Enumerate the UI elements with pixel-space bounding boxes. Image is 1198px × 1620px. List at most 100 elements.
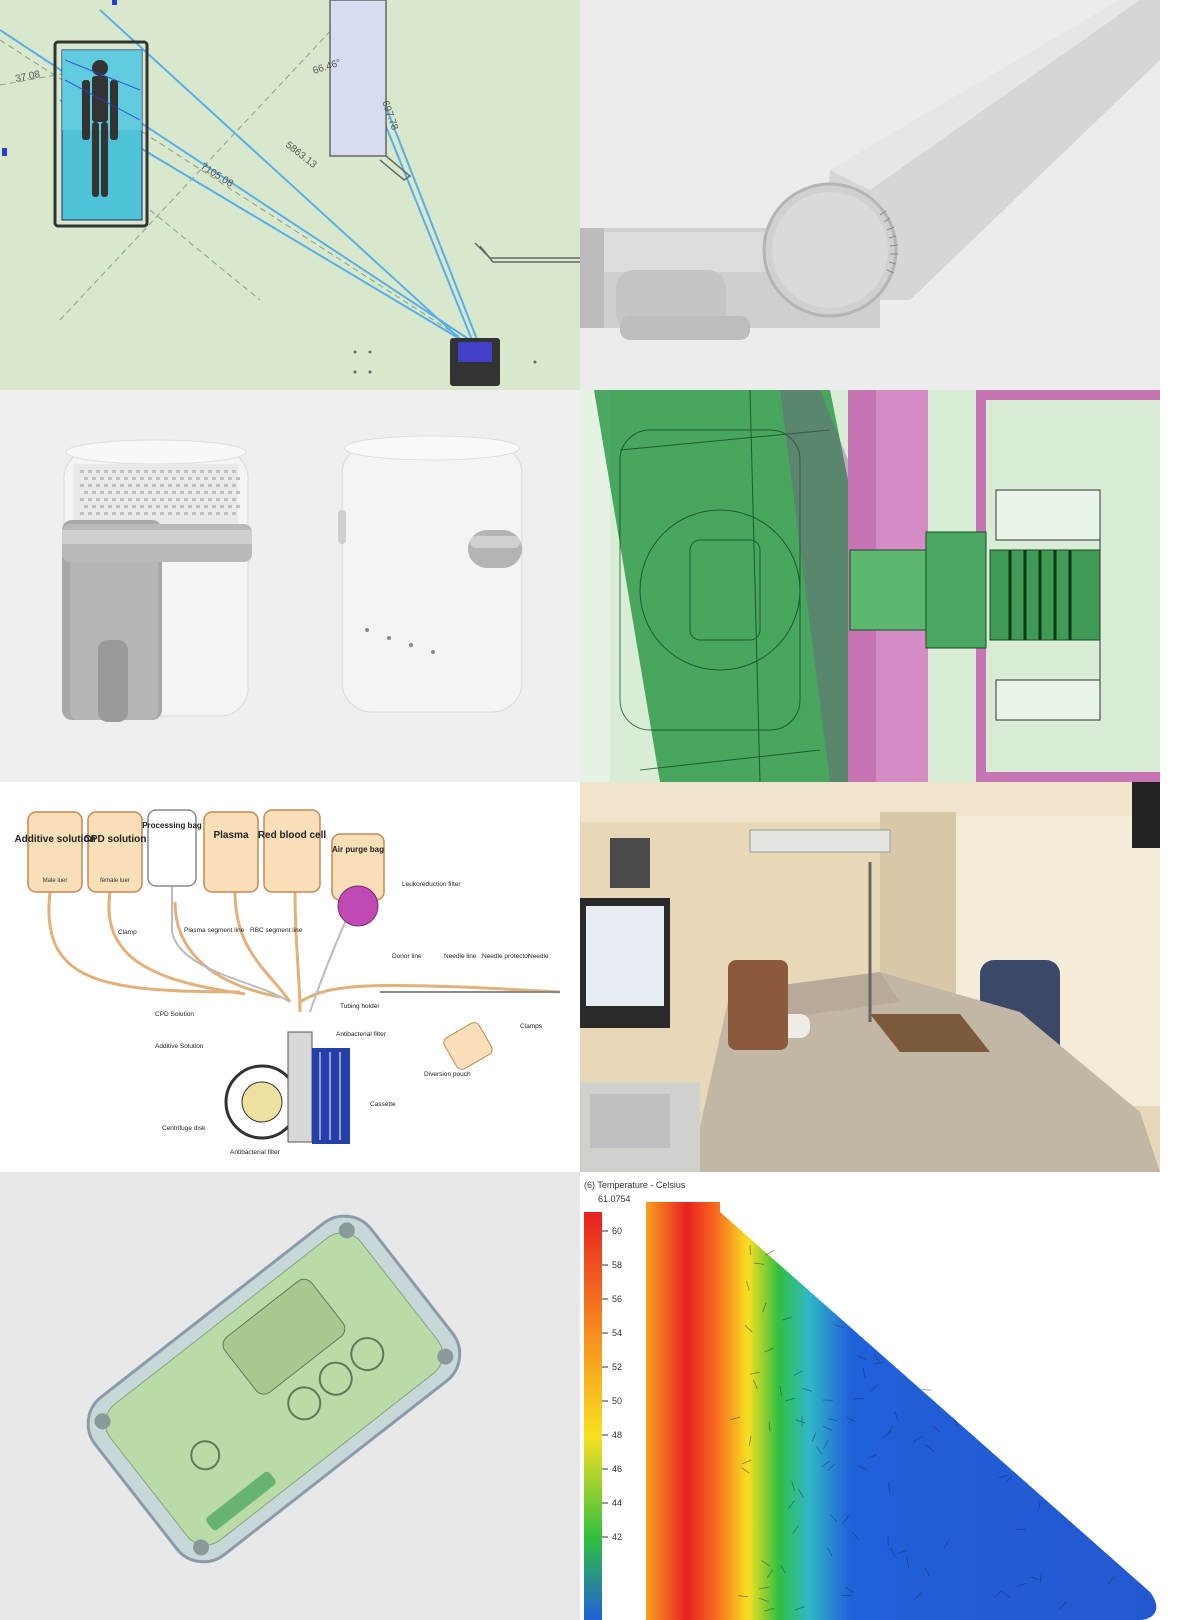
grille-hole xyxy=(152,512,156,515)
flow-vector xyxy=(852,1532,860,1541)
thermal-tick-label: 48 xyxy=(612,1430,622,1440)
grille-hole xyxy=(236,491,240,494)
flow-vector xyxy=(744,1324,753,1333)
grille-hole xyxy=(176,498,180,501)
callout-cassette: Cassette xyxy=(370,1101,396,1108)
cad-plan-tile: 37.08 66.46° 697.78 5863.13 7105.08 xyxy=(0,0,580,390)
grille-hole xyxy=(172,505,176,508)
grille-hole xyxy=(224,470,228,473)
grille-hole xyxy=(144,512,148,515)
grille-hole xyxy=(204,505,208,508)
flow-vector xyxy=(842,1515,850,1524)
grille-hole xyxy=(132,477,136,480)
grille-hole xyxy=(160,484,164,487)
grille-hole xyxy=(92,505,96,508)
grille-hole xyxy=(208,470,212,473)
flow-vector xyxy=(870,1384,879,1391)
grille-hole xyxy=(164,491,168,494)
hospital-room-photo xyxy=(580,782,1160,1172)
grille-hole xyxy=(180,505,184,508)
flow-vector xyxy=(738,1595,749,1598)
flow-vector xyxy=(802,1387,812,1392)
flow-vector xyxy=(1059,1601,1066,1611)
grille-hole xyxy=(156,477,160,480)
grille-hole xyxy=(188,477,192,480)
grille-hole xyxy=(96,484,100,487)
flow-vector xyxy=(829,1514,838,1522)
grille-hole xyxy=(88,512,92,515)
grille-hole xyxy=(208,512,212,515)
grille-hole xyxy=(236,477,240,480)
grille-hole xyxy=(80,498,84,501)
grille-hole xyxy=(184,498,188,501)
flow-vector xyxy=(762,1302,767,1313)
grille-hole xyxy=(212,505,216,508)
grille-hole xyxy=(108,491,112,494)
devices-tile xyxy=(0,390,580,782)
grille-hole xyxy=(212,491,216,494)
grille-hole xyxy=(144,470,148,473)
flow-vector xyxy=(754,1262,765,1265)
callout-clamps: Clamps xyxy=(520,1023,543,1030)
grille-hole xyxy=(96,470,100,473)
callout-cpd-solution: CPD Solution xyxy=(155,1011,194,1018)
grille-hole xyxy=(108,477,112,480)
grille-hole xyxy=(120,484,124,487)
thermal-tick-label: 50 xyxy=(612,1396,622,1406)
grille-hole xyxy=(88,470,92,473)
bag-label-additive: Additive solution xyxy=(14,834,95,845)
grille-hole xyxy=(128,470,132,473)
flow-vector xyxy=(1038,1500,1041,1511)
flow-vector xyxy=(1029,1576,1040,1580)
grille-hole xyxy=(140,491,144,494)
arm-joint-tile xyxy=(580,0,1160,390)
flow-vector xyxy=(793,1370,803,1376)
grille-hole xyxy=(216,498,220,501)
flow-vector xyxy=(758,1586,769,1590)
grille-hole xyxy=(136,470,140,473)
grille-hole xyxy=(116,505,120,508)
flow-vector xyxy=(788,1500,795,1510)
flow-vector xyxy=(932,1425,941,1433)
grille-hole xyxy=(216,470,220,473)
grille-hole xyxy=(132,505,136,508)
grille-hole xyxy=(176,470,180,473)
grille-hole xyxy=(144,484,148,487)
grille-hole xyxy=(120,498,124,501)
grille-hole xyxy=(200,498,204,501)
grille-hole xyxy=(112,484,116,487)
flow-vector xyxy=(888,1482,890,1493)
flow-vector xyxy=(889,1547,895,1557)
flow-vector xyxy=(867,1454,877,1459)
thermal-tick-label: 52 xyxy=(612,1362,622,1372)
grille-hole xyxy=(208,498,212,501)
flow-vector xyxy=(862,1367,866,1378)
bag-sub-female-luer: female luer xyxy=(100,878,130,884)
flow-vector xyxy=(845,1586,854,1593)
callout-centrifuge-disk: Centrifuge disk xyxy=(162,1125,206,1132)
flow-vector xyxy=(906,1557,910,1568)
grille-hole xyxy=(136,512,140,515)
thermal-tick-label: 44 xyxy=(612,1498,622,1508)
cad-plan-drawing: 37.08 66.46° 697.78 5863.13 7105.08 xyxy=(0,0,580,390)
grille-hole xyxy=(160,470,164,473)
grille-hole xyxy=(100,491,104,494)
bag-label-processing: Processing bag xyxy=(142,821,202,830)
grille-hole xyxy=(180,491,184,494)
grille-hole xyxy=(216,484,220,487)
grille-hole xyxy=(208,484,212,487)
thermal-tick-label: 60 xyxy=(612,1226,622,1236)
grille-hole xyxy=(84,505,88,508)
thermal-tick-label: 46 xyxy=(612,1464,622,1474)
grille-hole xyxy=(172,477,176,480)
grille-hole xyxy=(192,484,196,487)
grille-hole xyxy=(160,512,164,515)
flow-vector xyxy=(780,1564,787,1574)
grille-hole xyxy=(108,505,112,508)
flow-vector xyxy=(730,1416,741,1421)
grille-hole xyxy=(124,505,128,508)
grille-hole xyxy=(164,477,168,480)
flow-vector xyxy=(761,1560,771,1567)
flow-vector xyxy=(857,1465,868,1471)
grille-hole xyxy=(80,470,84,473)
